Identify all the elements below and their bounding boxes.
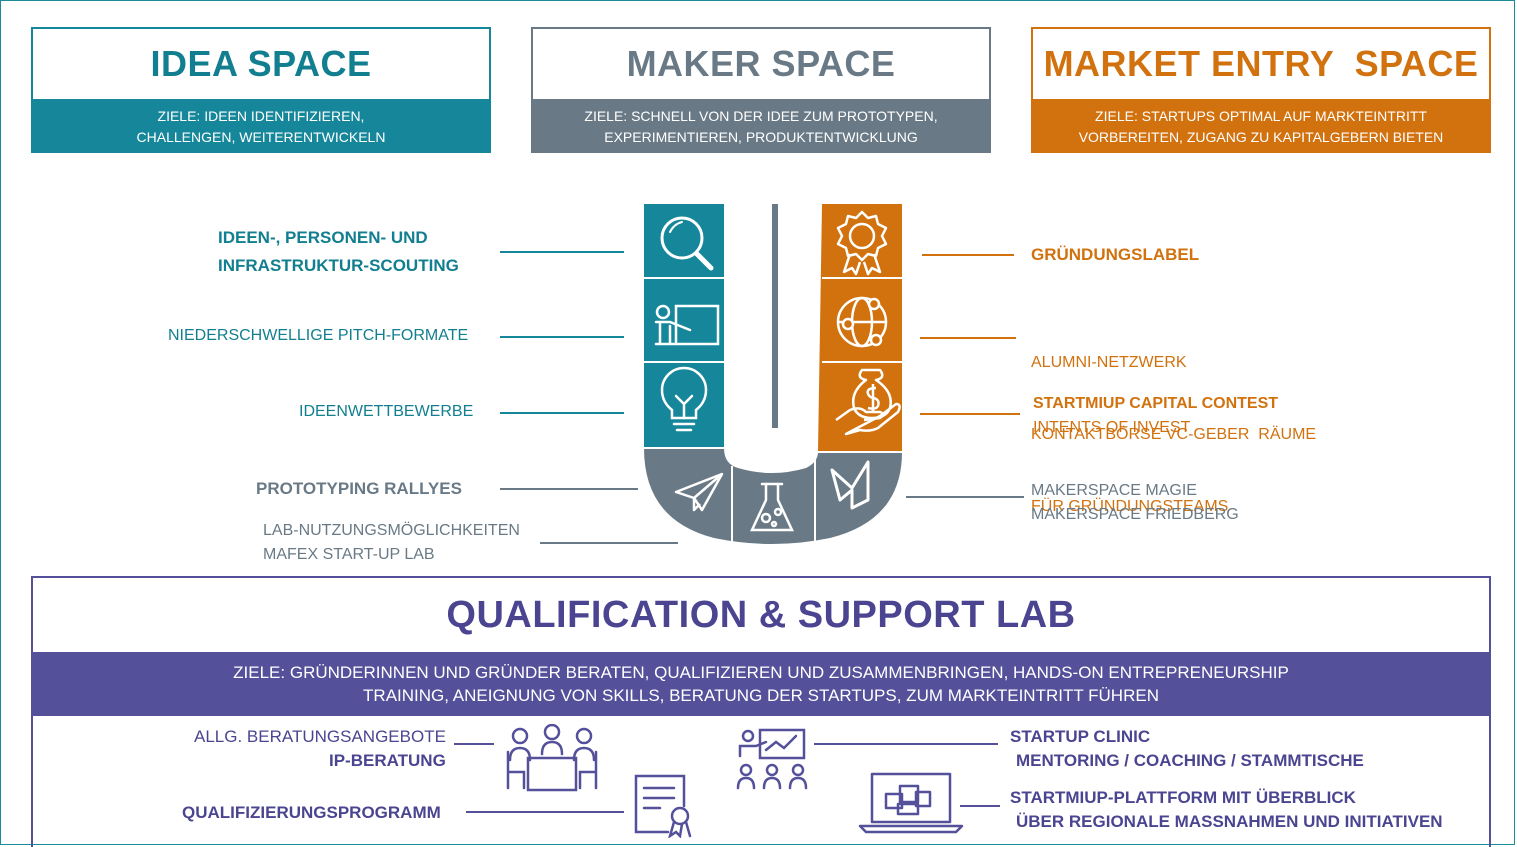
beratung-label: ALLG. BERATUNGSANGEBOTE [194,727,446,746]
plattform-label: STARTMIUP-PLATTFORM MIT ÜBERBLICK ÜBER R… [1010,786,1443,834]
alumni-label: ALUMNI-NETZWERK KONTAKTBÖRSE VC-GEBER RÄ… [1031,303,1316,543]
lightbulb-icon [660,366,708,432]
scouting-label-line-1: IDEEN-, PERSONEN- UND [218,228,428,247]
market-entry-space-goal: ZIELE: STARTUPS OPTIMAL AUF MARKTEINTRIT… [1031,99,1491,153]
maker-space-box: MAKER SPACE ZIELE: SCHNELL VON DER IDEE … [531,27,991,153]
startup-clinic-label: STARTUP CLINIC [1010,727,1151,746]
alumni-label-line-1: ALUMNI-NETZWERK [1031,354,1187,371]
lab-label-line-1: LAB-NUTZUNGSMÖGLICHKEITEN [263,522,520,539]
training-presentation-icon [736,728,808,790]
u-right-column [818,204,902,452]
lab-label-line-2: MAFEX START-UP LAB [263,546,435,563]
maker-space-goal: ZIELE: SCHNELL VON DER IDEE ZUM PROTOTYP… [531,99,991,153]
makerspace-label-line-1: MAKERSPACE MAGIE [1031,482,1197,499]
connector-line [960,805,1000,807]
qualification-goal-line-2: TRAINING, ANEIGNUNG VON SKILLS, BERATUNG… [363,686,1159,705]
laptop-platform-icon [858,772,964,834]
meeting-table-icon [506,724,598,792]
plattform-label-line-1: STARTMIUP-PLATTFORM MIT ÜBERBLICK [1010,788,1356,807]
market-entry-space-goal-line-1: ZIELE: STARTUPS OPTIMAL AUF MARKTEINTRIT… [1095,108,1427,124]
connector-line [500,412,624,414]
scouting-label-line-2: INFRASTRUKTUR-SCOUTING [218,256,459,275]
alumni-label-line-2: KONTAKTBÖRSE VC-GEBER RÄUME [1031,426,1317,443]
market-entry-space-goal-line-2: VORBEREITEN, ZUGANG ZU KAPITALGEBERN BIE… [1078,129,1444,145]
flask-icon [750,482,794,532]
idea-space-goal: ZIELE: IDEEN IDENTIFIZIEREN, CHALLENGEN,… [31,99,491,153]
m-logo-icon [830,460,870,510]
connector-line [500,488,638,490]
makerspace-label: MAKERSPACE MAGIE MAKERSPACE FRIEDBERG [1031,479,1239,527]
connector-line [540,542,678,544]
contest-label-line-2: INTENTS OF INVEST [1033,419,1191,436]
u-diagram [644,204,902,545]
connector-line [454,743,494,745]
contest-label: STARTMIUP CAPITAL CONTEST INTENTS OF INV… [1033,392,1278,440]
idea-space-title: IDEA SPACE [31,27,491,101]
u-left-column [644,204,724,448]
qualification-title: QUALIFICATION & SUPPORT LAB [446,593,1076,636]
globe-network-icon [836,296,888,348]
connector-line [814,743,998,745]
connector-line [500,336,624,338]
paper-plane-icon [674,472,724,512]
connector-line [920,413,1020,415]
wettbewerbe-label: IDEENWETTBEWERBE [299,403,474,420]
pitch-label: NIEDERSCHWELLIGE PITCH-FORMATE [168,327,469,344]
connector-line [922,254,1014,256]
makerspace-label-line-2: MAKERSPACE FRIEDBERG [1031,506,1239,523]
qualification-box: QUALIFICATION & SUPPORT LAB ZIELE: GRÜND… [31,576,1491,847]
idea-space-goal-line-2: CHALLENGEN, WEITERENTWICKELN [136,129,386,145]
qualifizierungsprogramm-label: QUALIFIZIERUNGSPROGRAMM [182,803,441,822]
qualification-goal-line-1: ZIELE: GRÜNDERINNEN UND GRÜNDER BERATEN,… [233,663,1289,682]
lab-label: LAB-NUTZUNGSMÖGLICHKEITEN MAFEX START-UP… [263,519,520,567]
alumni-label-line-3: FÜR GRÜNDUNGSTEAMS [1031,498,1229,515]
rallyes-label: PROTOTYPING RALLYES [256,479,462,498]
qualification-goal: ZIELE: GRÜNDERINNEN UND GRÜNDER BERATEN,… [33,652,1489,716]
idea-space-box: IDEA SPACE ZIELE: IDEEN IDENTIFIZIEREN, … [31,27,491,153]
connector-line [920,337,1016,339]
magnifier-icon [660,216,714,271]
maker-space-goal-line-2: EXPERIMENTIEREN, PRODUKTENTWICKLUNG [604,129,918,145]
gruendungslabel-label: GRÜNDUNGSLABEL [1031,245,1200,264]
mentoring-label: MENTORING / COACHING / STAMMTISCHE [1016,751,1364,770]
connector-line [500,251,624,253]
money-bag-hand-icon [835,368,901,436]
scouting-label: IDEEN-, PERSONEN- UND INFRASTRUKTUR-SCOU… [218,224,459,280]
certificate-icon [634,774,692,838]
maker-space-goal-line-1: ZIELE: SCHNELL VON DER IDEE ZUM PROTOTYP… [584,108,938,124]
contest-label-line-1: STARTMIUP CAPITAL CONTEST [1033,395,1279,412]
connector-line [906,496,1024,498]
plattform-label-line-2: ÜBER REGIONALE MASSNAHMEN UND INITIATIVE… [1016,812,1443,831]
presenter-icon [654,304,720,346]
idea-space-goal-line-1: ZIELE: IDEEN IDENTIFIZIEREN, [157,108,365,124]
award-icon [836,210,888,276]
connector-line [466,811,624,813]
maker-space-title: MAKER SPACE [531,27,991,101]
market-entry-space-title: MARKET ENTRY SPACE [1031,27,1491,101]
u-bottom-arc [644,448,902,544]
market-entry-space-box: MARKET ENTRY SPACE ZIELE: STARTUPS OPTIM… [1031,27,1491,153]
u-center-bar [772,204,778,428]
ip-beratung-label: IP-BERATUNG [329,751,446,770]
